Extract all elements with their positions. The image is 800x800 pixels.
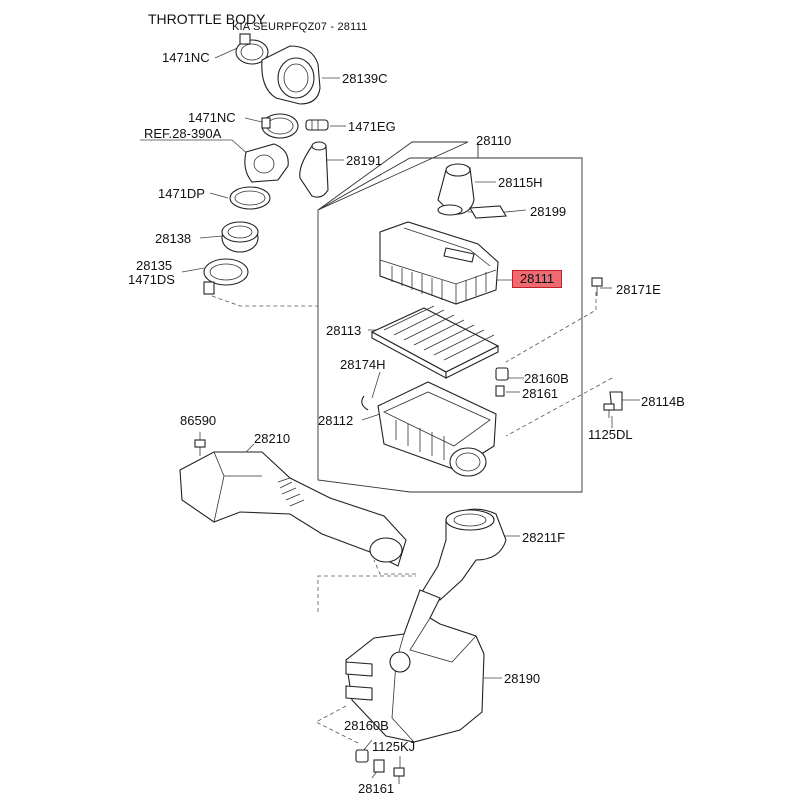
part-label-28190[interactable]: 28190	[504, 671, 541, 686]
clamp-1471nc-mid	[261, 113, 299, 139]
bolt-28171e	[591, 277, 603, 296]
part-label-1471eg[interactable]: 1471EG	[348, 119, 396, 134]
assembly-dashed-leads	[211, 292, 613, 745]
clamp-1471dp	[229, 186, 271, 210]
part-label-28110[interactable]: 28110	[476, 133, 512, 148]
part-label-1471nc-mid[interactable]: 1471NC	[188, 110, 236, 125]
part-label-28191[interactable]: 28191	[346, 153, 383, 168]
bolt-1125dl	[603, 403, 615, 418]
part-label-28160b-top[interactable]: 28160B	[524, 371, 569, 386]
collar-28161-top	[495, 385, 505, 397]
filter-element-28113	[370, 305, 500, 379]
breather-hose-28191	[299, 141, 329, 198]
part-label-28210[interactable]: 28210	[254, 431, 291, 446]
part-label-28174h[interactable]: 28174H	[340, 357, 386, 372]
sensor-ref-28-390a	[244, 143, 289, 183]
part-label-1471nc-top[interactable]: 1471NC	[162, 50, 210, 65]
part-label-28112[interactable]: 28112	[318, 413, 354, 428]
part-label-28171e[interactable]: 28171E	[616, 282, 661, 297]
part-label-28113[interactable]: 28113	[326, 323, 362, 338]
resonator-28190	[345, 589, 485, 743]
part-label-28135[interactable]: 28135	[136, 258, 173, 273]
part-label-1471dp[interactable]: 1471DP	[158, 186, 205, 201]
resonator-hose-28211f	[421, 508, 507, 601]
clip-28174h	[361, 395, 369, 411]
clip-1471eg	[305, 119, 329, 131]
part-label-28114b[interactable]: 28114B	[641, 394, 685, 409]
assembly-frame-top-lead	[317, 141, 469, 211]
bolt-1125kj	[393, 767, 405, 784]
label-28199	[469, 205, 507, 219]
grommet-28160b-bottom	[355, 749, 369, 763]
throttle-clamp-1471nc-top	[235, 33, 269, 65]
part-label-28199[interactable]: 28199	[530, 204, 567, 219]
collar-28161-bottom	[373, 759, 385, 773]
part-label-28211f[interactable]: 28211F	[522, 530, 566, 545]
part-label-28161-top[interactable]: 28161	[522, 386, 559, 401]
grommet-28160b-top	[495, 367, 509, 381]
throttle-body-title: THROTTLE BODY	[148, 11, 266, 27]
intake-hose-28139c	[261, 45, 321, 105]
duct-28138	[221, 221, 259, 253]
intake-duct-28210	[179, 451, 407, 567]
part-label-28115h[interactable]: 28115H	[498, 175, 543, 190]
highlighted-part-label-28111[interactable]: 28111	[512, 270, 562, 288]
part-label-1125kj[interactable]: 1125KJ	[372, 739, 416, 754]
part-label-1471ds[interactable]: 1471DS	[128, 272, 175, 287]
clamp-28135-1471ds	[203, 258, 249, 295]
part-label-1125dl[interactable]: 1125DL	[588, 427, 633, 442]
air-cleaner-cover-28111	[379, 221, 499, 305]
part-label-28138[interactable]: 28138	[155, 231, 192, 246]
air-cleaner-body-28112	[377, 381, 497, 477]
reference-label-28-390a[interactable]: REF.28-390A	[144, 126, 222, 141]
diagram-caption: KIA SEURPFQZ07 - 28111	[232, 21, 368, 33]
part-label-28139c[interactable]: 28139C	[342, 71, 388, 86]
part-label-28160b-bottom[interactable]: 28160B	[344, 718, 389, 733]
duct-28115h	[437, 163, 475, 216]
assembly-frame-28110	[317, 157, 583, 493]
part-label-86590[interactable]: 86590	[180, 413, 217, 428]
screw-86590	[194, 439, 206, 456]
part-label-28161-bottom[interactable]: 28161	[358, 781, 395, 796]
